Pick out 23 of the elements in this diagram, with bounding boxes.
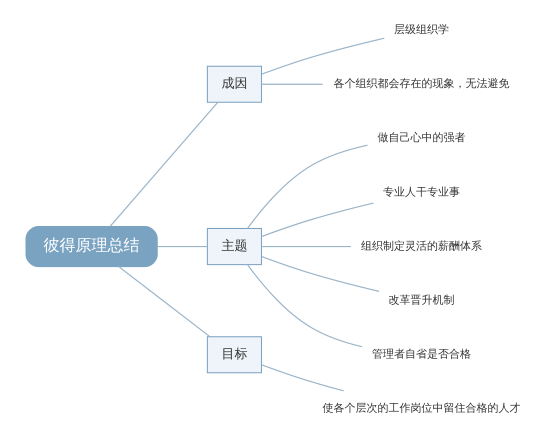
node-text: 组织制定灵活的薪酬体系	[360, 239, 482, 252]
node-text: 做自己心中的强者	[377, 131, 466, 144]
node-text: 专业人干专业事	[382, 185, 460, 198]
node-text: 各个组织都会存在的现象，无法避免	[333, 77, 510, 90]
connector	[247, 264, 362, 348]
connector	[247, 144, 368, 229]
node-box: 主题	[206, 228, 262, 266]
connector	[262, 84, 323, 85]
node-text: 层级组织学	[394, 22, 449, 36]
connector	[261, 202, 374, 238]
connector	[110, 102, 218, 227]
node-text: 改革晋升机制	[388, 293, 454, 306]
node-box: 目标	[206, 336, 262, 374]
connector	[261, 38, 384, 75]
connector	[261, 364, 344, 392]
node-box: 成因	[206, 66, 262, 103]
connector	[262, 246, 351, 248]
node-text: 使各个层次的工作岗位中留住合格的人才	[322, 402, 520, 415]
connector	[158, 246, 208, 248]
connector	[261, 256, 380, 292]
connector	[118, 266, 210, 338]
node-text: 管理者自省是否合格	[372, 348, 471, 361]
node-box: 彼得原理总结	[26, 226, 158, 268]
